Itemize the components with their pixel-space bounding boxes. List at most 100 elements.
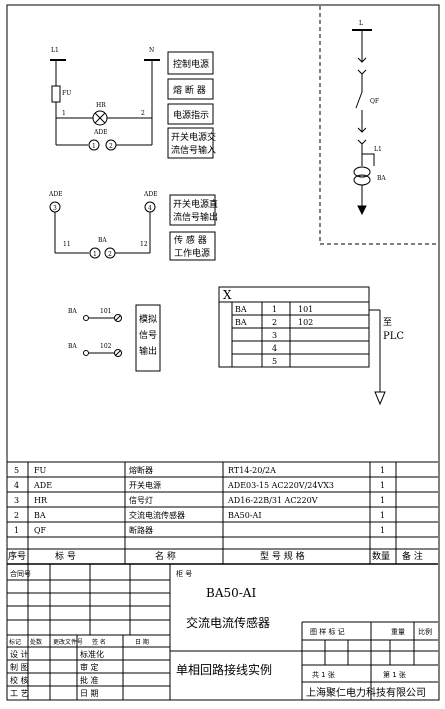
svg-text:审 定: 审 定 [80,662,99,672]
svg-text:序号: 序号 [8,550,26,562]
svg-text:3: 3 [53,205,57,212]
svg-text:校 核: 校 核 [10,675,29,685]
svg-text:ADE: ADE [33,481,52,490]
svg-text:工 艺: 工 艺 [10,689,29,698]
svg-text:5: 5 [14,466,19,475]
svg-text:HR: HR [34,496,48,505]
svg-text:2: 2 [141,110,145,117]
svg-text:QF: QF [34,526,47,535]
svg-text:数量: 数量 [372,550,390,562]
svg-text:流信号输出: 流信号输出 [173,211,218,223]
svg-text:RT14-20/2A: RT14-20/2A [228,466,276,475]
svg-text:1: 1 [380,496,385,505]
svg-text:2: 2 [108,251,112,258]
svg-text:比例: 比例 [418,627,432,636]
svg-text:1: 1 [62,110,66,117]
svg-text:更改文件号: 更改文件号 [53,638,83,646]
svg-text:流信号输入: 流信号输入 [171,144,216,156]
svg-text:5: 5 [272,357,277,366]
svg-text:L1: L1 [374,146,382,153]
svg-text:传 感 器: 传 感 器 [174,234,207,246]
label-hr: HR [96,102,106,109]
svg-text:信号: 信号 [139,329,157,341]
svg-text:1: 1 [93,251,97,258]
svg-text:模拟: 模拟 [139,313,157,325]
svg-text:至: 至 [383,317,392,328]
svg-text:101: 101 [100,308,111,315]
svg-text:日 期: 日 期 [80,689,99,698]
svg-text:2: 2 [272,318,277,327]
svg-text:签 名: 签 名 [92,638,106,646]
svg-text:备 注: 备 注 [402,550,423,562]
svg-text:102: 102 [298,318,313,327]
svg-text:开关电源交: 开关电源交 [171,131,216,143]
drawing-name: 单相回路接线实例 [176,662,272,677]
svg-text:2: 2 [14,511,19,520]
model-label: BA50-AI [206,586,256,600]
svg-text:ADE: ADE [143,191,158,198]
company-name: 上海聚仁电力科技有限公司 [306,686,426,699]
svg-text:BA: BA [98,237,107,244]
svg-text:PLC: PLC [383,331,404,342]
svg-text:101: 101 [298,305,313,314]
svg-text:标 号: 标 号 [55,550,76,562]
svg-text:12: 12 [140,241,148,248]
svg-text:柜 号: 柜 号 [176,569,192,578]
svg-text:熔 断 器: 熔 断 器 [173,84,206,96]
svg-text:1: 1 [380,466,385,475]
svg-text:合同号: 合同号 [10,569,31,578]
svg-text:熔断器: 熔断器 [129,465,153,475]
svg-text:11: 11 [63,241,71,248]
svg-text:开关电源直: 开关电源直 [173,198,218,210]
svg-text:日 期: 日 期 [135,638,149,646]
svg-text:FU: FU [34,466,47,475]
svg-text:共 1 张: 共 1 张 [312,670,335,679]
svg-text:BA: BA [235,305,247,314]
label-fu: FU [62,90,71,97]
svg-text:102: 102 [100,343,112,350]
svg-text:工作电源: 工作电源 [174,247,210,259]
drawing-frame [6,4,440,701]
svg-text:处数: 处数 [30,638,42,646]
svg-text:BA50-AI: BA50-AI [228,511,261,520]
svg-text:4: 4 [272,344,277,353]
svg-text:BA: BA [235,318,247,327]
svg-text:3: 3 [14,496,19,505]
svg-text:名 称: 名 称 [155,550,176,562]
svg-text:BA: BA [377,175,386,182]
svg-text:交流电流传感器: 交流电流传感器 [129,510,185,520]
svg-text:输出: 输出 [139,345,157,357]
current-sensor-symbol [353,166,371,178]
svg-text:重量: 重量 [391,628,405,636]
product-name: 交流电流传感器 [186,615,270,630]
svg-text:制 图: 制 图 [10,662,29,672]
label-l1: L1 [51,47,59,54]
svg-text:型 号 规 格: 型 号 规 格 [260,550,305,562]
terminal-block-title: X [223,288,232,302]
svg-text:第 1 张: 第 1 张 [383,670,406,679]
svg-text:AD16-22B/31 AC220V: AD16-22B/31 AC220V [227,496,318,505]
svg-text:标记: 标记 [9,638,21,646]
label-ade: ADE [93,129,108,136]
svg-text:BA: BA [68,343,77,350]
fuse-symbol [51,85,61,103]
svg-text:批 准: 批 准 [80,675,99,685]
svg-text:1: 1 [380,511,385,520]
svg-text:ADE03-15 AC220V/24VX3: ADE03-15 AC220V/24VX3 [227,481,334,490]
dashed-boundary [319,6,438,245]
terminal-block [218,286,370,368]
svg-text:标准化: 标准化 [80,649,104,659]
svg-text:1: 1 [272,305,277,314]
svg-text:断路器: 断路器 [129,525,153,535]
bom-table: 5 FU 熔断器 RT14-20/2A 1 4 ADE 开关电源 ADE03-1… [14,465,385,535]
svg-text:BA: BA [34,511,46,520]
svg-text:1: 1 [92,143,96,150]
svg-text:ADE: ADE [48,191,63,198]
label-n: N [149,47,154,54]
svg-text:BA: BA [68,308,77,315]
svg-text:2: 2 [109,143,113,150]
svg-text:1: 1 [14,526,19,535]
svg-text:1: 1 [380,481,385,490]
svg-text:3: 3 [272,331,277,340]
